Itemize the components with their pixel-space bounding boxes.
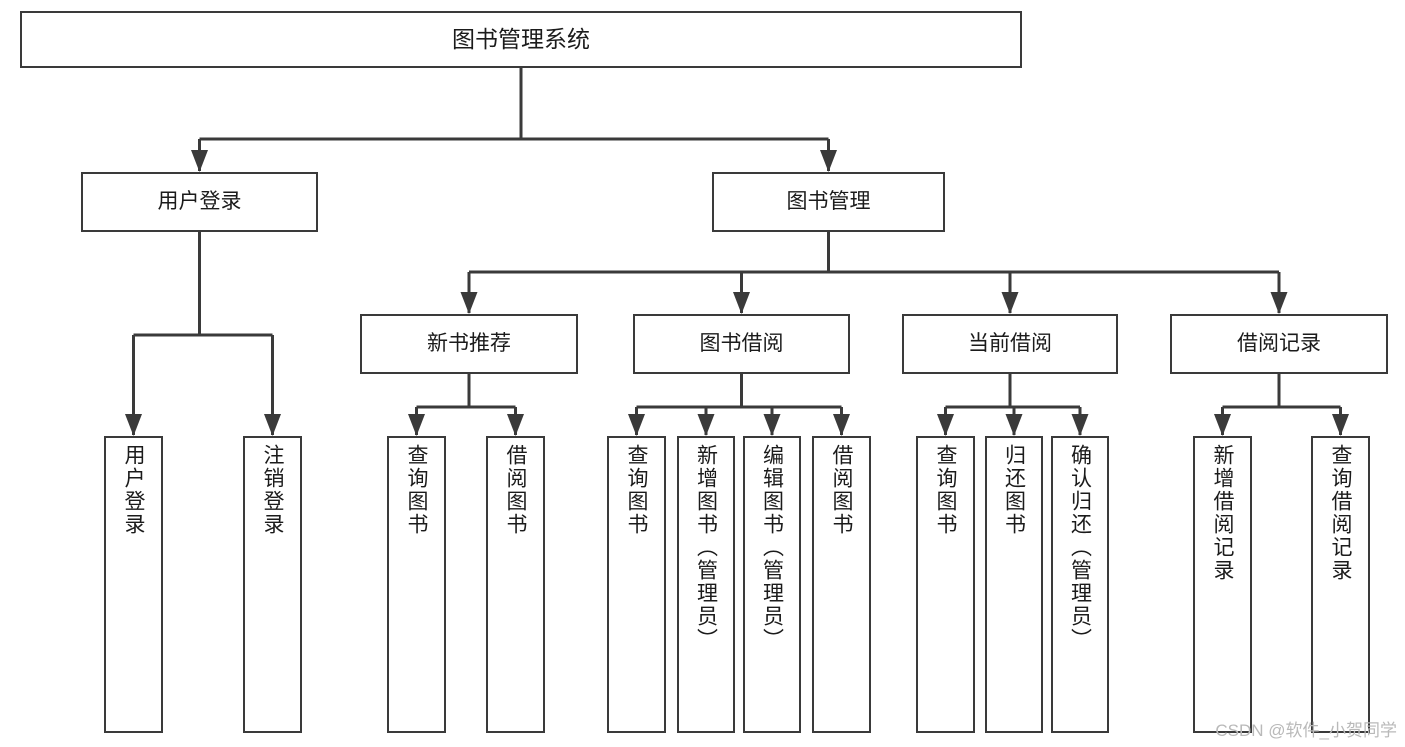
arrowhead-icon-l-c-confirm [1071, 414, 1089, 436]
node-label: 注销登录 [261, 444, 284, 536]
node-root[interactable]: 图书管理系统 [20, 11, 1022, 68]
node-l-r-add[interactable]: 新增借阅记录 [1193, 436, 1252, 733]
node-l-c-confirm[interactable]: 确认归还（管理员） [1051, 436, 1109, 733]
node-label: 用户登录 [122, 444, 145, 536]
arrowhead-icon-l-r-query [1332, 414, 1349, 436]
arrowhead-icon-l-b-query [628, 414, 645, 436]
node-l-b-borrow[interactable]: 借阅图书 [812, 436, 871, 733]
node-label: 查询图书 [625, 444, 648, 536]
node-l-b-add[interactable]: 新增图书（管理员） [677, 436, 735, 733]
node-l-b-query[interactable]: 查询图书 [607, 436, 666, 733]
node-records[interactable]: 借阅记录 [1170, 314, 1388, 374]
node-label: 当前借阅 [968, 332, 1052, 356]
node-label: 用户登录 [157, 190, 242, 214]
node-label: 借阅图书 [830, 444, 853, 536]
arrowhead-icon-l-c-query [937, 414, 954, 436]
node-label: 查询借阅记录 [1329, 444, 1352, 582]
arrowhead-icon-l-logout [264, 414, 281, 436]
node-label: 借阅记录 [1237, 332, 1321, 356]
arrowhead-icon-l-b-borrow [833, 414, 850, 436]
node-label: 查询图书 [405, 444, 428, 536]
node-label: 新书推荐 [427, 332, 511, 356]
arrowhead-icon-login [191, 150, 208, 172]
arrowhead-icon-l-r-add [1214, 414, 1231, 436]
arrowhead-icon-l-b-add [697, 414, 715, 436]
node-bookmgmt[interactable]: 图书管理 [712, 172, 945, 232]
node-l-login[interactable]: 用户登录 [104, 436, 163, 733]
node-label: 新增借阅记录 [1211, 444, 1234, 582]
node-label: 借阅图书 [504, 444, 527, 536]
node-label: 归还图书 [1002, 444, 1026, 536]
node-label: 图书管理系统 [452, 25, 590, 52]
node-label: 查询图书 [934, 444, 957, 536]
arrowhead-icon-l-nb-borrow [507, 414, 524, 436]
node-l-nb-borrow[interactable]: 借阅图书 [486, 436, 545, 733]
node-l-b-edit[interactable]: 编辑图书（管理员） [743, 436, 801, 733]
node-label: 图书借阅 [699, 332, 784, 356]
arrowhead-icon-l-nb-query [408, 414, 425, 436]
arrowhead-icon-l-c-return [1005, 414, 1023, 436]
node-label: 编辑图书（管理员） [760, 444, 784, 651]
arrowhead-icon-l-b-edit [763, 414, 781, 436]
node-l-c-return[interactable]: 归还图书 [985, 436, 1043, 733]
node-login[interactable]: 用户登录 [81, 172, 318, 232]
node-current[interactable]: 当前借阅 [902, 314, 1118, 374]
arrowhead-icon-current [1001, 292, 1019, 314]
arrowhead-icon-borrow [733, 292, 750, 314]
node-l-r-query[interactable]: 查询借阅记录 [1311, 436, 1370, 733]
node-l-nb-query[interactable]: 查询图书 [387, 436, 446, 733]
arrowhead-icon-l-login [125, 414, 142, 436]
watermark-label: CSDN @软件_小贺同学 [1215, 721, 1397, 740]
node-l-logout[interactable]: 注销登录 [243, 436, 302, 733]
arrowhead-icon-bookmgmt [820, 150, 837, 172]
arrowhead-icon-newbook [460, 292, 478, 314]
arrowhead-icon-records [1270, 292, 1288, 314]
node-label: 确认归还（管理员） [1068, 444, 1092, 651]
node-borrow[interactable]: 图书借阅 [633, 314, 850, 374]
node-label: 新增图书（管理员） [694, 444, 718, 651]
node-label: 图书管理 [786, 190, 871, 214]
node-newbook[interactable]: 新书推荐 [360, 314, 578, 374]
node-l-c-query[interactable]: 查询图书 [916, 436, 975, 733]
